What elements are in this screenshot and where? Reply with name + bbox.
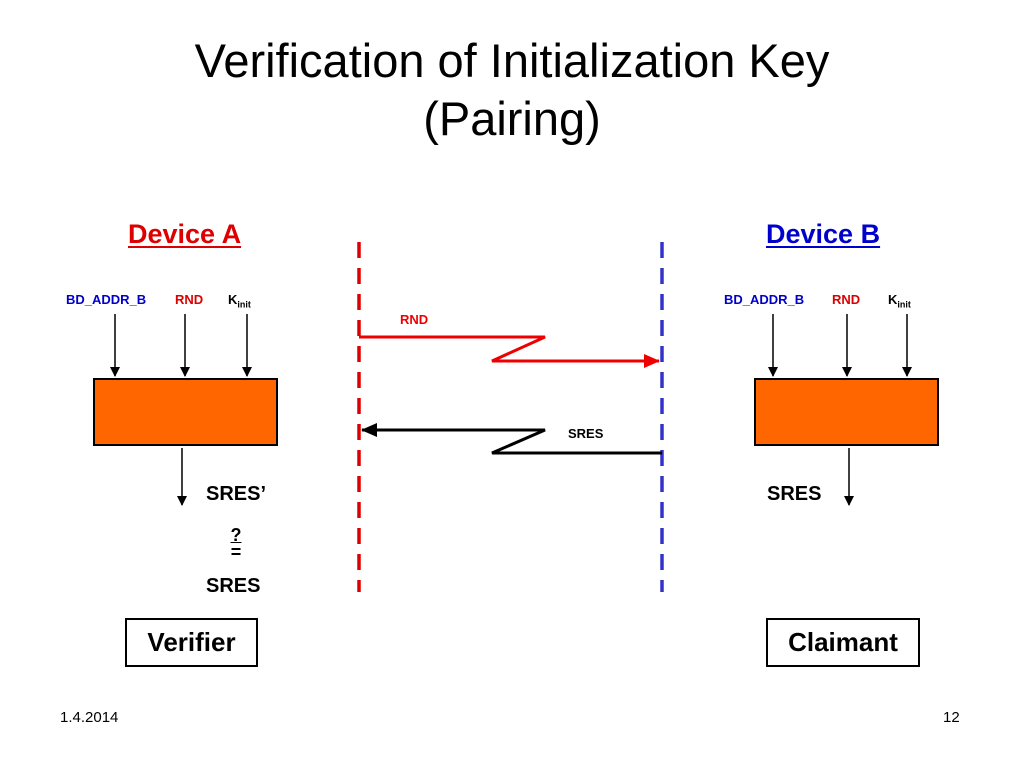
rnd-message-arrow (359, 335, 660, 368)
device-a-e1-box (93, 378, 278, 446)
comparison-question: ? (230, 525, 242, 545)
sres-message-label: SRES (568, 426, 604, 441)
verifier-role-box: Verifier (125, 618, 258, 667)
comparison-target: SRES (206, 575, 261, 597)
device-b-k-sub: init (897, 299, 911, 310)
device-b-input-bd-addr: BD_ADDR_B (724, 292, 805, 307)
device-a-input-rnd: RND (175, 292, 204, 307)
slide-title: Verification of Initialization Key (Pair… (0, 32, 1024, 148)
rnd-message-label: RND (400, 312, 429, 327)
device-a-input-bd-addr: BD_ADDR_B (66, 292, 147, 307)
device-b-k-base: K (888, 292, 898, 307)
title-line-2: (Pairing) (423, 92, 601, 145)
device-a-k-sub: init (237, 299, 251, 310)
device-b-input-kinit: Kinit (888, 292, 911, 310)
claimant-role-box: Claimant (766, 618, 920, 667)
footer-page-number: 12 (943, 709, 960, 726)
sres-message-arrow (361, 423, 662, 455)
device-a-output-label: SRES’ (206, 483, 267, 505)
device-b-title: Device B (766, 219, 881, 249)
footer-date: 1.4.2014 (60, 709, 119, 726)
device-a-input-kinit: Kinit (228, 292, 251, 310)
title-line-1: Verification of Initialization Key (194, 34, 830, 87)
device-a-title: Device A (128, 219, 242, 249)
device-b-e1-box (754, 378, 939, 446)
device-b-output-label: SRES (767, 483, 822, 505)
device-a-k-base: K (228, 292, 238, 307)
device-b-input-rnd: RND (832, 292, 861, 307)
comparison-equals: = (230, 542, 242, 562)
